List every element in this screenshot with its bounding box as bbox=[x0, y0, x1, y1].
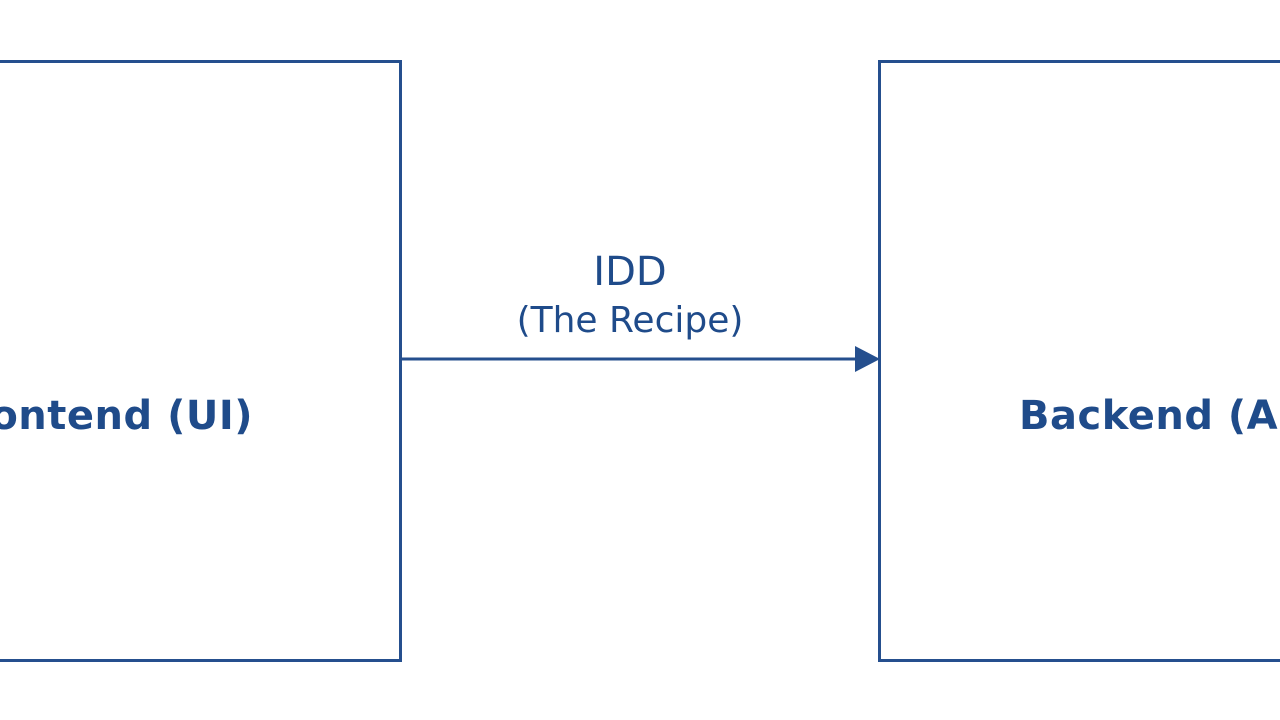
frontend-node: Frontend (UI) bbox=[0, 60, 402, 662]
backend-node: Backend (API) bbox=[878, 60, 1280, 662]
frontend-node-label: Frontend (UI) bbox=[0, 393, 253, 439]
backend-node-label: Backend (API) bbox=[1019, 393, 1280, 439]
arrowhead-icon bbox=[855, 346, 880, 372]
edge-sublabel: (The Recipe) bbox=[516, 300, 744, 341]
edge-label: IDD bbox=[593, 249, 667, 295]
